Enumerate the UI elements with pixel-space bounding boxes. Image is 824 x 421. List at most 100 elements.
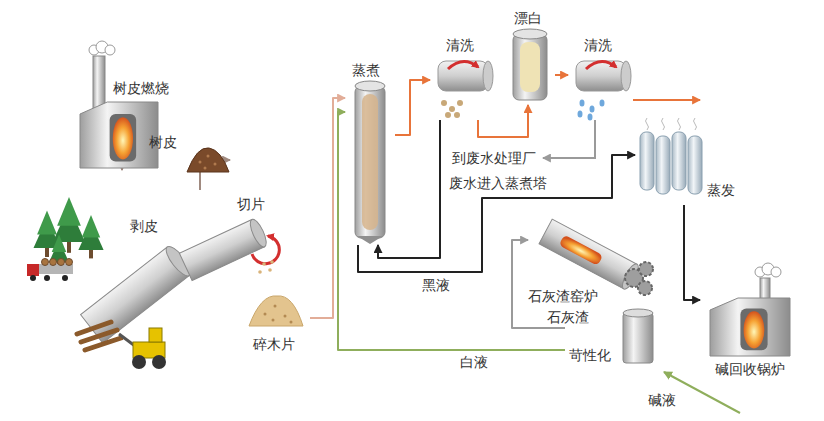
tree-crown (82, 215, 100, 237)
steam (662, 118, 665, 130)
equipment-label: 切片 (237, 196, 265, 213)
chip-speck (274, 305, 277, 308)
chip-fleck (262, 262, 266, 266)
furnace-window (740, 308, 767, 350)
tree-crown (52, 235, 67, 253)
furnace-window (110, 114, 137, 162)
loader-cab (149, 328, 162, 342)
gear (638, 281, 652, 295)
bark-pile-node: 树皮 (145, 130, 230, 175)
equipment-label: 清洗 (446, 37, 474, 54)
outflow-label: 到废水处理厂 (452, 150, 536, 167)
equipment-label: 树皮燃烧 (113, 80, 169, 97)
rotation-arrow (252, 236, 279, 264)
smoke-puff (105, 45, 115, 55)
tank-top (623, 309, 653, 317)
gear (639, 262, 653, 276)
flow-connector (478, 105, 528, 137)
log (85, 338, 121, 350)
bark-speck (204, 167, 207, 170)
pulp-fleck (449, 106, 455, 112)
rotation-arrow (586, 61, 616, 69)
bark-speck (199, 161, 202, 164)
log-end (66, 259, 73, 266)
chip-speck (290, 321, 293, 324)
truck-wheel (44, 275, 50, 281)
equipment-label: 蒸发 (707, 182, 735, 199)
equipment-label: 清洗 (584, 37, 612, 54)
truck-wheel (30, 275, 36, 281)
equipment-label: 漂白 (514, 10, 542, 27)
edge-label-holder: 白液 (458, 354, 490, 371)
flow-connector (684, 205, 700, 300)
water-drop (578, 111, 583, 118)
recovery-boiler-node: 碱回收锅炉 (700, 268, 800, 380)
cylinder (179, 217, 269, 280)
flow-label: 石灰渣 (545, 309, 591, 326)
flame (744, 311, 765, 348)
equipment-label: 树皮 (149, 134, 177, 151)
loader-wheel (152, 355, 166, 369)
flame (113, 117, 133, 159)
bark-pile (187, 148, 229, 172)
smoke-puff (771, 267, 781, 277)
water-drop (590, 106, 595, 113)
washer-node: 清洗 (430, 35, 495, 120)
flow-connector (555, 74, 568, 76)
chipper-node: 切片 (182, 190, 277, 280)
log-end (58, 259, 65, 266)
kiln-fire (559, 235, 603, 266)
water-drop (600, 100, 605, 107)
loader-wheel (132, 355, 146, 369)
pulp-fleck (445, 112, 451, 118)
washer-end (483, 61, 493, 91)
truck-cab (27, 264, 39, 276)
tower-body (355, 86, 385, 238)
lime-kiln-node: 石灰渣窑炉 (528, 218, 658, 310)
tank-body (623, 313, 653, 363)
tree-crown (37, 211, 57, 235)
bark-speck (207, 155, 210, 158)
steam (694, 118, 697, 130)
chip-pile-node: 碎木片 (245, 288, 310, 356)
boiler-body (80, 102, 158, 168)
equipment-label: 石灰渣窑炉 (528, 288, 598, 305)
tower-top (355, 81, 385, 91)
steam (678, 118, 681, 130)
pulp-fleck (457, 100, 463, 106)
tree-trunk (45, 248, 49, 257)
chip-pile (249, 296, 303, 326)
washer-node: 清洗 (568, 35, 633, 120)
free-label-holder: 到废水处理厂 (452, 150, 536, 167)
evaporator-node: 蒸发 (635, 118, 750, 205)
water-drop (588, 114, 593, 121)
bleach-tower-node: 漂白 (505, 8, 555, 105)
truck-wheel (62, 275, 68, 281)
washer-drum (576, 61, 626, 91)
cylinder-body (539, 219, 637, 289)
chip-fleck (270, 260, 274, 264)
tree-crown (57, 197, 81, 226)
chip-fleck (268, 268, 272, 272)
wastewater-arrow (543, 120, 595, 158)
evaporator-body (688, 136, 702, 194)
chip-speck (272, 319, 275, 322)
feed-label: 碱液 (648, 392, 676, 409)
evaporator-body (672, 132, 686, 190)
flow-connector (358, 155, 635, 272)
equipment-label: 剥皮 (130, 218, 158, 235)
flow-connector (310, 98, 345, 318)
water-drop (580, 100, 585, 107)
chip-speck (264, 313, 267, 316)
edge-label-holder: 黑液 (420, 277, 452, 294)
tower-core (520, 42, 540, 92)
flow-label: 黑液 (420, 277, 452, 294)
equipment-label: 苛性化 (569, 347, 611, 364)
tower-core (362, 94, 378, 230)
boiler-body (710, 298, 790, 356)
pulp-fleck (454, 112, 460, 118)
tower-top (513, 29, 547, 39)
evaporator-body (656, 136, 670, 194)
